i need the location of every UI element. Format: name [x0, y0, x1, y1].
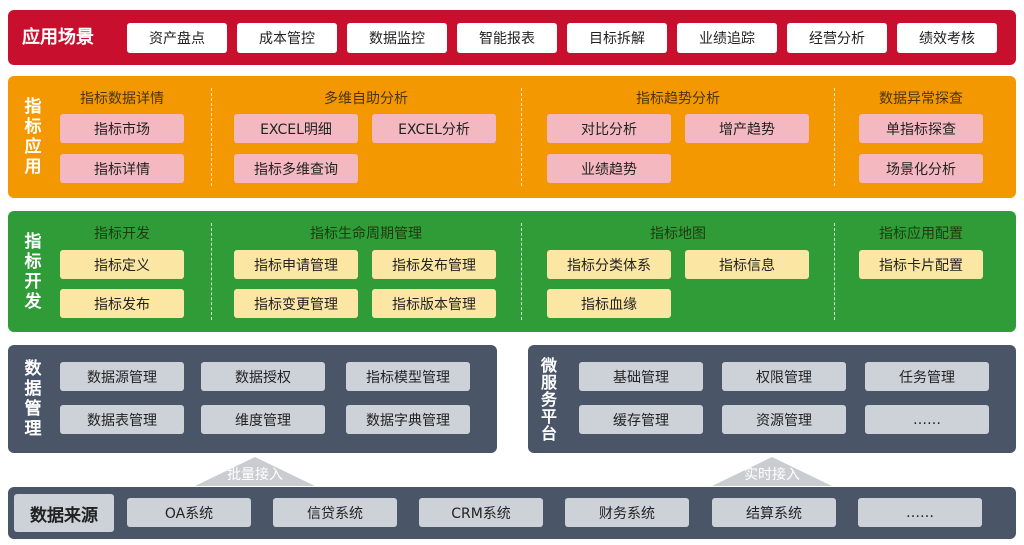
microservice-title: 微服务平台 — [538, 356, 557, 442]
metric-app-item: 指标详情 — [60, 154, 184, 183]
metric-app-item: 场景化分析 — [859, 154, 983, 183]
microservice-band: 微服务平台 基础管理 权限管理 任务管理 缓存管理 资源管理 …… — [528, 345, 1016, 453]
metric-dev-item: 指标发布管理 — [372, 250, 496, 279]
group-heading: 指标开发 — [94, 226, 150, 242]
sources-title: 数据来源 — [14, 494, 114, 532]
metric-app-item: 对比分析 — [547, 114, 671, 143]
metric-app-title: 指标应用 — [20, 97, 41, 177]
source-item: 信贷系统 — [273, 498, 397, 527]
separator — [834, 223, 835, 320]
group-heading: 指标数据详情 — [80, 91, 164, 107]
metric-app-item: 业绩趋势 — [547, 154, 671, 183]
microservice-item: 资源管理 — [722, 405, 846, 434]
data-mgmt-band: 数据管理 数据源管理 数据授权 指标模型管理 数据表管理 维度管理 数据字典管理 — [8, 345, 497, 453]
separator — [211, 88, 212, 186]
metric-dev-item: 指标血缘 — [547, 289, 671, 318]
data-mgmt-item: 数据字典管理 — [346, 405, 470, 434]
scenario-item: 经营分析 — [787, 23, 887, 53]
scenario-item: 数据监控 — [347, 23, 447, 53]
metric-dev-title: 指标开发 — [20, 231, 41, 312]
microservice-item: 基础管理 — [579, 362, 703, 391]
scenario-item: 成本管控 — [237, 23, 337, 53]
group-heading: 指标地图 — [650, 226, 706, 242]
metric-dev-item: 指标定义 — [60, 250, 184, 279]
source-item: 结算系统 — [712, 498, 836, 527]
batch-ingest-label: 批量接入 — [227, 466, 283, 483]
metric-app-item: 增产趋势 — [685, 114, 809, 143]
metric-dev-item: 指标发布 — [60, 289, 184, 318]
microservice-item: 权限管理 — [722, 362, 846, 391]
metric-app-item: 单指标探查 — [859, 114, 983, 143]
scenario-item: 绩效考核 — [897, 23, 997, 53]
metric-dev-item: 指标信息 — [685, 250, 809, 279]
scenario-item: 目标拆解 — [567, 23, 667, 53]
metric-dev-item: 指标分类体系 — [547, 250, 671, 279]
data-mgmt-item: 维度管理 — [201, 405, 325, 434]
microservice-item: 缓存管理 — [579, 405, 703, 434]
metric-dev-item: 指标申请管理 — [234, 250, 358, 279]
data-mgmt-title: 数据管理 — [20, 359, 41, 439]
group-heading: 指标生命周期管理 — [310, 226, 422, 242]
realtime-ingest-label: 实时接入 — [744, 466, 800, 483]
metric-app-band: 指标应用 指标数据详情 指标市场 指标详情 多维自助分析 EXCEL明细 EXC… — [8, 76, 1016, 198]
metric-dev-item: 指标卡片配置 — [859, 250, 983, 279]
metric-dev-band: 指标开发 指标开发 指标定义 指标发布 指标生命周期管理 指标申请管理 指标发布… — [8, 211, 1016, 332]
scenario-title: 应用场景 — [22, 26, 94, 48]
separator — [211, 223, 212, 320]
microservice-item: 任务管理 — [865, 362, 989, 391]
scenario-item: 业绩追踪 — [677, 23, 777, 53]
data-mgmt-item: 数据授权 — [201, 362, 325, 391]
metric-app-item: 指标市场 — [60, 114, 184, 143]
source-item: 财务系统 — [565, 498, 689, 527]
data-mgmt-item: 指标模型管理 — [346, 362, 470, 391]
group-heading: 数据异常探查 — [879, 91, 963, 107]
microservice-item: …… — [865, 405, 989, 434]
separator — [521, 88, 522, 186]
metric-app-item: 指标多维查询 — [234, 154, 358, 183]
source-item: OA系统 — [127, 498, 251, 527]
metric-app-item: EXCEL分析 — [372, 114, 496, 143]
data-mgmt-item: 数据表管理 — [60, 405, 184, 434]
separator — [834, 88, 835, 186]
metric-dev-item: 指标变更管理 — [234, 289, 358, 318]
batch-ingest-arrow: 批量接入 — [195, 457, 315, 486]
source-item: …… — [858, 498, 982, 527]
scenario-item: 资产盘点 — [127, 23, 227, 53]
sources-band: 数据来源 OA系统 信贷系统 CRM系统 财务系统 结算系统 …… — [8, 487, 1016, 539]
metric-dev-item: 指标版本管理 — [372, 289, 496, 318]
source-item: CRM系统 — [419, 498, 543, 527]
group-heading: 指标趋势分析 — [636, 91, 720, 107]
data-mgmt-item: 数据源管理 — [60, 362, 184, 391]
group-heading: 指标应用配置 — [879, 226, 963, 242]
separator — [521, 223, 522, 320]
realtime-ingest-arrow: 实时接入 — [712, 457, 832, 486]
scenario-item: 智能报表 — [457, 23, 557, 53]
metric-app-item: EXCEL明细 — [234, 114, 358, 143]
scenario-band: 应用场景 资产盘点 成本管控 数据监控 智能报表 目标拆解 业绩追踪 经营分析 … — [8, 10, 1016, 65]
group-heading: 多维自助分析 — [324, 91, 408, 107]
